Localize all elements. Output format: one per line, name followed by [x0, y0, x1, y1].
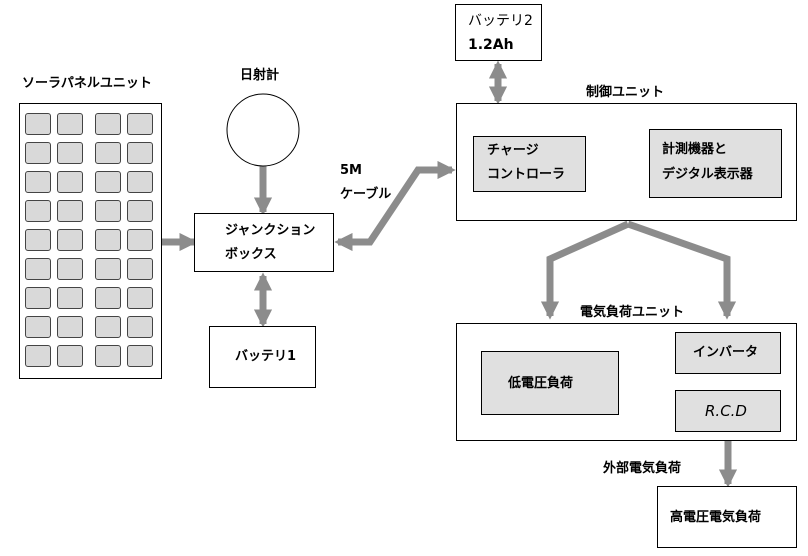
- arrow-cable-junction-control: [334, 160, 456, 252]
- arrow-control-to-inverter: [626, 220, 737, 320]
- inverter-box: インバータ: [675, 332, 781, 374]
- meters-display-box: 計測機器と デジタル表示器: [649, 129, 782, 198]
- rcd-label: R.C.D: [705, 402, 747, 420]
- external-load-label: 外部電気負荷: [603, 461, 682, 476]
- solar-cell: [95, 287, 121, 309]
- solar-cell: [127, 258, 153, 280]
- solar-cell: [57, 229, 83, 251]
- solar-cell: [25, 113, 51, 135]
- solar-cell: [57, 171, 83, 193]
- solar-cell: [127, 316, 153, 338]
- solar-cell: [127, 171, 153, 193]
- high-voltage-load-box: 高電圧電気負荷: [657, 486, 797, 548]
- pyranometer-circle: [226, 93, 300, 167]
- control-unit-label: 制御ユニット: [586, 85, 665, 100]
- cable-length-label: 5M: [340, 163, 362, 178]
- solar-cell: [57, 200, 83, 222]
- low-voltage-load-box: 低電圧負荷: [481, 351, 619, 415]
- solar-cell: [25, 316, 51, 338]
- solar-cell: [57, 113, 83, 135]
- battery1-label: バッテリ1: [235, 349, 297, 364]
- control-unit: チャージ コントローラ 計測機器と デジタル表示器: [456, 103, 797, 221]
- load-unit-label: 電気負荷ユニット: [580, 305, 685, 320]
- cable-label: ケーブル: [340, 187, 392, 202]
- battery2-capacity: 1.2Ah: [468, 37, 514, 53]
- solar-cell: [25, 229, 51, 251]
- solar-cell: [127, 200, 153, 222]
- solar-cell: [95, 200, 121, 222]
- solar-cell: [25, 258, 51, 280]
- solar-cell: [25, 200, 51, 222]
- battery2-label: バッテリ2: [468, 13, 533, 29]
- meters-line2: デジタル表示器: [662, 167, 753, 182]
- solar-cell: [127, 113, 153, 135]
- solar-cell: [95, 171, 121, 193]
- solar-cell: [95, 229, 121, 251]
- solar-cell: [25, 142, 51, 164]
- low-voltage-load-label: 低電圧負荷: [508, 376, 574, 391]
- arrow-control-to-low-voltage: [540, 220, 630, 320]
- battery2-box: バッテリ2 1.2Ah: [455, 4, 542, 61]
- rcd-box: R.C.D: [675, 390, 781, 432]
- junction-box-line1: ジャンクション: [225, 223, 316, 238]
- electric-load-unit: 低電圧負荷 インバータ R.C.D: [456, 323, 797, 441]
- pyranometer-label: 日射計: [240, 68, 280, 83]
- solar-cell: [57, 316, 83, 338]
- solar-cell: [127, 229, 153, 251]
- solar-cell: [95, 113, 121, 135]
- solar-cell: [127, 287, 153, 309]
- junction-box-line2: ボックス: [225, 247, 277, 262]
- solar-panel-label: ソーラパネルユニット: [22, 76, 152, 91]
- meters-line1: 計測機器と: [662, 142, 728, 157]
- solar-cell: [57, 142, 83, 164]
- solar-cell: [57, 287, 83, 309]
- solar-cell: [127, 345, 153, 367]
- high-voltage-load-label: 高電圧電気負荷: [670, 510, 762, 525]
- solar-cell: [95, 345, 121, 367]
- solar-cell: [25, 171, 51, 193]
- solar-cell: [25, 345, 51, 367]
- inverter-label: インバータ: [693, 345, 759, 360]
- battery1-box: バッテリ1: [209, 326, 316, 388]
- solar-cell: [57, 345, 83, 367]
- solar-cell: [127, 142, 153, 164]
- junction-box: ジャンクション ボックス: [194, 213, 334, 272]
- solar-cell: [25, 287, 51, 309]
- solar-cell: [95, 142, 121, 164]
- charge-controller-line1: チャージ: [487, 143, 539, 158]
- charge-controller-line2: コントローラ: [487, 167, 566, 182]
- charge-controller-box: チャージ コントローラ: [473, 136, 586, 192]
- solar-cell: [95, 258, 121, 280]
- solar-cell: [57, 258, 83, 280]
- solar-panel-unit: [19, 103, 162, 379]
- solar-cell: [95, 316, 121, 338]
